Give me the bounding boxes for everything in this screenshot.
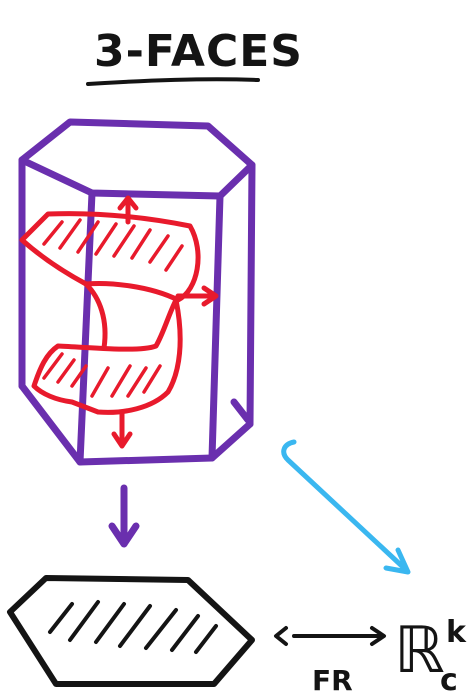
double-arrow-icon — [276, 628, 384, 644]
prism-edge-front-right — [212, 196, 220, 458]
title-underline — [88, 79, 258, 84]
lower-face-band — [34, 300, 180, 412]
prism-edge-right — [250, 165, 252, 424]
space-superscript: k — [446, 615, 467, 650]
upper-face-band — [22, 214, 198, 300]
faces-path — [22, 198, 216, 446]
map-label: FR — [312, 664, 353, 696]
title-group: 3-FACES — [88, 26, 303, 84]
title-text: 3-FACES — [94, 26, 303, 77]
arrow-down-icon — [114, 412, 130, 446]
diagonal-arrow-icon — [284, 442, 408, 572]
prism-bottom-tick — [234, 402, 248, 420]
down-arrow-icon — [112, 488, 136, 544]
prism-top-face — [22, 122, 252, 196]
space-symbol-main: ℝ — [394, 614, 445, 688]
space-symbol: ℝ k c — [394, 614, 467, 696]
arrow-right-icon — [178, 288, 216, 304]
result-polygon — [10, 578, 252, 684]
polygon-hatching — [50, 602, 216, 652]
space-subscript: c — [440, 663, 458, 696]
face-hatching — [44, 220, 182, 396]
